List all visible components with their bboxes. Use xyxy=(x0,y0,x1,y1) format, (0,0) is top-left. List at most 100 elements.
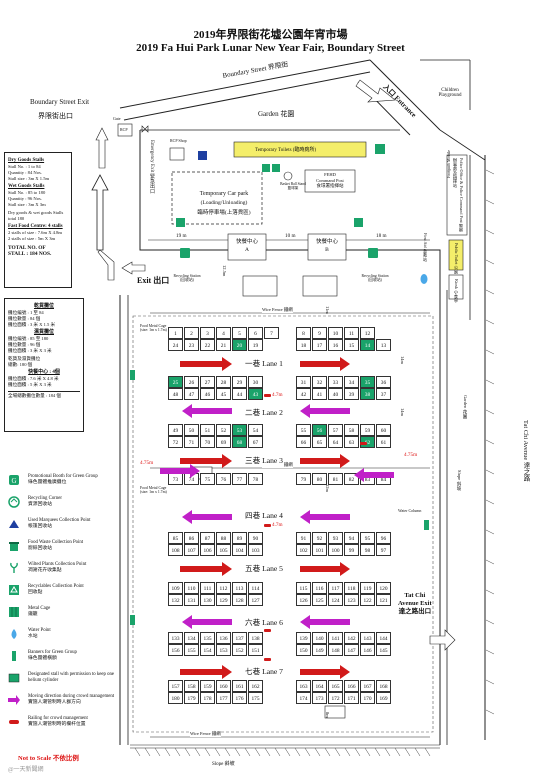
stall-14[interactable]: 14 xyxy=(360,339,375,351)
stall-115[interactable]: 115 xyxy=(296,582,311,594)
stall-53[interactable]: 53 xyxy=(232,424,247,436)
stall-134[interactable]: 134 xyxy=(184,632,199,644)
stall-35[interactable]: 35 xyxy=(360,376,375,388)
stall-18[interactable]: 18 xyxy=(296,339,311,351)
stall-148[interactable]: 148 xyxy=(328,644,343,656)
stall-26[interactable]: 26 xyxy=(184,376,199,388)
stall-136[interactable]: 136 xyxy=(216,632,231,644)
stall-89[interactable]: 89 xyxy=(232,532,247,544)
stall-16[interactable]: 16 xyxy=(328,339,343,351)
stall-138[interactable]: 138 xyxy=(248,632,263,644)
stall-119[interactable]: 119 xyxy=(360,582,375,594)
stall-131[interactable]: 131 xyxy=(184,594,199,606)
tat-chi-exit[interactable]: Tat Chi Avenue Exit 達之路出口 xyxy=(398,592,432,616)
stall-133[interactable]: 133 xyxy=(168,632,183,644)
stall-34[interactable]: 34 xyxy=(344,376,359,388)
stall-13[interactable]: 13 xyxy=(376,339,391,351)
stall-155[interactable]: 155 xyxy=(184,644,199,656)
stall-180[interactable]: 180 xyxy=(168,692,183,704)
stall-161[interactable]: 161 xyxy=(232,680,247,692)
stall-91[interactable]: 91 xyxy=(296,532,311,544)
stall-66[interactable]: 66 xyxy=(296,436,311,448)
stall-23[interactable]: 23 xyxy=(184,339,199,351)
stall-143[interactable]: 143 xyxy=(360,632,375,644)
stall-94[interactable]: 94 xyxy=(344,532,359,544)
stall-110[interactable]: 110 xyxy=(184,582,199,594)
stall-146[interactable]: 146 xyxy=(360,644,375,656)
stall-132[interactable]: 132 xyxy=(168,594,183,606)
stall-59[interactable]: 59 xyxy=(360,424,375,436)
stall-168[interactable]: 168 xyxy=(376,680,391,692)
stall-150[interactable]: 150 xyxy=(296,644,311,656)
stall-25[interactable]: 25 xyxy=(168,376,183,388)
stall-112[interactable]: 112 xyxy=(216,582,231,594)
stall-111[interactable]: 111 xyxy=(200,582,215,594)
stall-129[interactable]: 129 xyxy=(216,594,231,606)
stall-58[interactable]: 58 xyxy=(344,424,359,436)
exit-label[interactable]: Exit 出口 xyxy=(137,276,170,285)
stall-79[interactable]: 79 xyxy=(296,473,311,485)
stall-164[interactable]: 164 xyxy=(312,680,327,692)
stall-65[interactable]: 65 xyxy=(312,436,327,448)
stall-178[interactable]: 178 xyxy=(200,692,215,704)
stall-15[interactable]: 15 xyxy=(344,339,359,351)
stall-86[interactable]: 86 xyxy=(184,532,199,544)
stall-21[interactable]: 21 xyxy=(216,339,231,351)
stall-41[interactable]: 41 xyxy=(312,388,327,400)
stall-47[interactable]: 47 xyxy=(184,388,199,400)
stall-116[interactable]: 116 xyxy=(312,582,327,594)
stall-139[interactable]: 139 xyxy=(296,632,311,644)
stall-135[interactable]: 135 xyxy=(200,632,215,644)
stall-39[interactable]: 39 xyxy=(344,388,359,400)
stall-105[interactable]: 105 xyxy=(216,544,231,556)
stall-5[interactable]: 5 xyxy=(232,327,247,339)
stall-120[interactable]: 120 xyxy=(376,582,391,594)
stall-173[interactable]: 173 xyxy=(312,692,327,704)
stall-6[interactable]: 6 xyxy=(248,327,263,339)
stall-137[interactable]: 137 xyxy=(232,632,247,644)
stall-117[interactable]: 117 xyxy=(328,582,343,594)
stall-67[interactable]: 67 xyxy=(248,436,263,448)
stall-149[interactable]: 149 xyxy=(312,644,327,656)
stall-102[interactable]: 102 xyxy=(296,544,311,556)
stall-72[interactable]: 72 xyxy=(168,436,183,448)
stall-147[interactable]: 147 xyxy=(344,644,359,656)
stall-46[interactable]: 46 xyxy=(200,388,215,400)
stall-22[interactable]: 22 xyxy=(200,339,215,351)
stall-128[interactable]: 128 xyxy=(232,594,247,606)
stall-156[interactable]: 156 xyxy=(168,644,183,656)
stall-121[interactable]: 121 xyxy=(376,594,391,606)
stall-159[interactable]: 159 xyxy=(200,680,215,692)
stall-90[interactable]: 90 xyxy=(248,532,263,544)
stall-68[interactable]: 68 xyxy=(232,436,247,448)
stall-76[interactable]: 76 xyxy=(216,473,231,485)
stall-174[interactable]: 174 xyxy=(296,692,311,704)
boundary-exit-label-en[interactable]: Boundary Street Exit xyxy=(30,98,90,106)
stall-2[interactable]: 2 xyxy=(184,327,199,339)
stall-141[interactable]: 141 xyxy=(328,632,343,644)
stall-100[interactable]: 100 xyxy=(328,544,343,556)
stall-114[interactable]: 114 xyxy=(248,582,263,594)
stall-96[interactable]: 96 xyxy=(376,532,391,544)
stall-80[interactable]: 80 xyxy=(312,473,327,485)
stall-160[interactable]: 160 xyxy=(216,680,231,692)
stall-12[interactable]: 12 xyxy=(360,327,375,339)
stall-49[interactable]: 49 xyxy=(168,424,183,436)
stall-99[interactable]: 99 xyxy=(344,544,359,556)
stall-142[interactable]: 142 xyxy=(344,632,359,644)
stall-140[interactable]: 140 xyxy=(312,632,327,644)
stall-78[interactable]: 78 xyxy=(248,473,263,485)
stall-82[interactable]: 82 xyxy=(344,473,359,485)
stall-81[interactable]: 81 xyxy=(328,473,343,485)
stall-42[interactable]: 42 xyxy=(296,388,311,400)
stall-28[interactable]: 28 xyxy=(216,376,231,388)
stall-56[interactable]: 56 xyxy=(312,424,327,436)
stall-162[interactable]: 162 xyxy=(248,680,263,692)
stall-144[interactable]: 144 xyxy=(376,632,391,644)
stall-19[interactable]: 19 xyxy=(248,339,263,351)
stall-27[interactable]: 27 xyxy=(200,376,215,388)
stall-167[interactable]: 167 xyxy=(360,680,375,692)
stall-45[interactable]: 45 xyxy=(216,388,231,400)
stall-163[interactable]: 163 xyxy=(296,680,311,692)
stall-3[interactable]: 3 xyxy=(200,327,215,339)
